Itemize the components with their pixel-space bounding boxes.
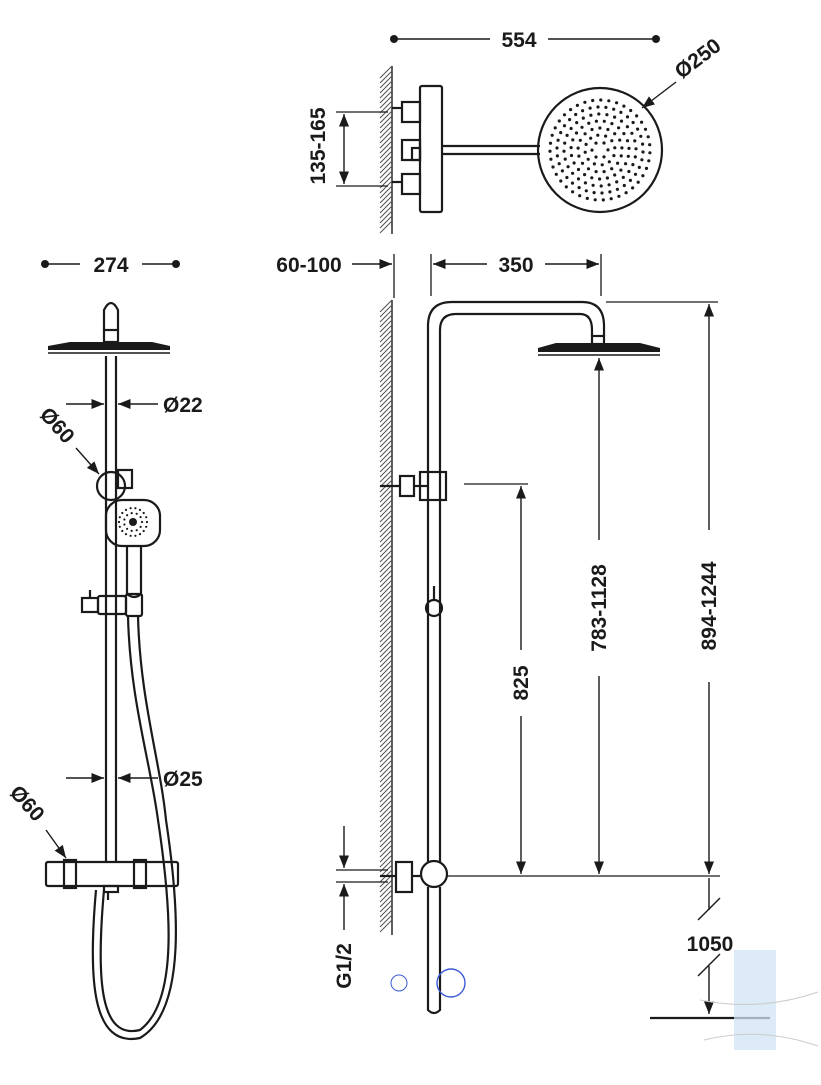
decorative-circles <box>390 968 466 998</box>
dim-floor-height-label: 1050 <box>687 933 734 956</box>
top-wall-hatch <box>379 65 393 234</box>
top-shower-head <box>536 86 664 214</box>
dim-arm-reach: 350 <box>430 254 602 296</box>
dim-wall-offset: 60-100 <box>276 254 395 298</box>
side-riser-arm <box>426 300 606 862</box>
dim-pipe-lower: Ø25 <box>66 768 203 791</box>
dim-top-width-label: 554 <box>501 29 536 52</box>
dim-bracket-diameter: Ø60 <box>35 403 100 475</box>
front-slider <box>80 590 144 618</box>
dim-bracket-label: Ø60 <box>35 403 79 448</box>
top-mixer <box>392 84 444 214</box>
side-wall-hatch <box>379 299 393 935</box>
dim-top-width: 554 <box>390 29 660 52</box>
dim-total-height-label: 894-1244 <box>698 561 721 650</box>
dim-valve-label: Ø60 <box>5 781 49 826</box>
front-wall-bracket <box>95 468 134 502</box>
dim-inlet-thread: G1/2 <box>333 826 388 989</box>
dim-wall-offset-label: 60-100 <box>276 254 341 277</box>
dim-head-height-label: 783-1128 <box>588 564 611 652</box>
dim-front-width: 274 <box>41 254 180 277</box>
front-hose <box>91 615 178 1041</box>
front-shower-head <box>48 342 170 354</box>
watermark-logo <box>699 950 819 1050</box>
dim-slider-height: 825 <box>446 483 720 877</box>
dim-top-height: 135-165 <box>307 107 388 187</box>
dim-head-height: 783-1128 <box>588 358 611 874</box>
dim-top-height-label: 135-165 <box>307 107 330 184</box>
top-view: 554 135-165 Ø250 <box>307 29 726 234</box>
side-thermostatic-mixer <box>380 859 449 1015</box>
front-thermostatic-mixer <box>44 858 180 900</box>
dim-pipe-upper-label: Ø22 <box>163 394 203 417</box>
dim-pipe-upper: Ø22 <box>66 394 203 417</box>
dim-slider-height-label: 825 <box>510 665 533 700</box>
side-shower-head <box>538 343 660 356</box>
front-hand-shower <box>104 498 162 599</box>
side-slider-knob <box>424 586 444 618</box>
dim-valve-diameter: Ø60 <box>5 781 67 859</box>
top-shower-arm <box>442 144 540 156</box>
dim-front-width-label: 274 <box>93 254 128 277</box>
dim-head-diameter-label: Ø250 <box>671 34 726 83</box>
dim-arm-reach-label: 350 <box>498 254 533 277</box>
front-riser-rail <box>102 301 120 862</box>
front-view: 274 Ø22 Ø60 <box>5 254 203 1041</box>
dim-pipe-lower-label: Ø25 <box>163 768 203 791</box>
dim-inlet-thread-label: G1/2 <box>333 943 356 989</box>
side-view: 60-100 350 <box>276 254 770 1020</box>
dim-total-height: 894-1244 <box>606 301 721 874</box>
side-wall-bracket <box>380 470 448 502</box>
dim-head-diameter: Ø250 <box>641 34 726 109</box>
